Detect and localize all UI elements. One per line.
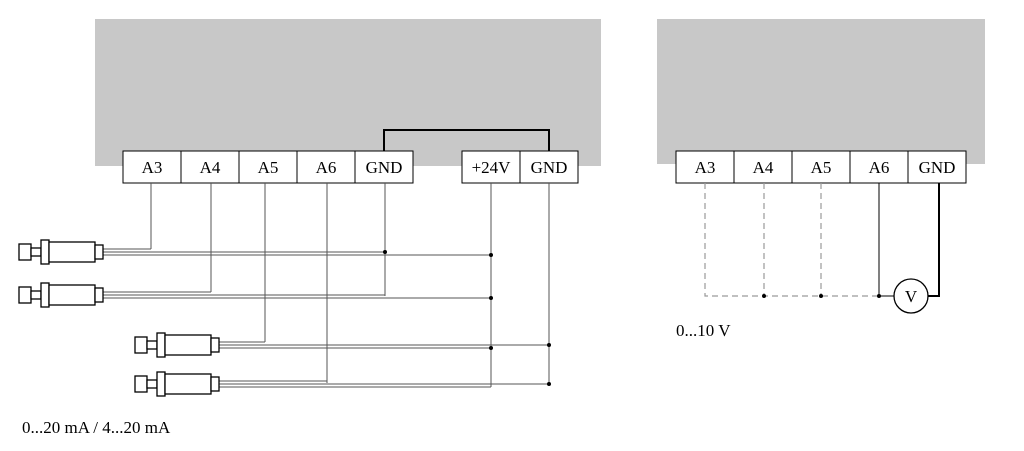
terminal-label: A3: [142, 158, 163, 177]
sensor-2: [18, 282, 104, 308]
terminal-a5: [238, 150, 298, 184]
terminal-label: A5: [811, 158, 832, 177]
right-caption: 0...10 V: [676, 321, 731, 340]
right-module-housing: [657, 19, 985, 164]
terminal-label: A3: [695, 158, 716, 177]
right-solid-wires: [878, 183, 940, 297]
terminal-a6: [849, 150, 909, 184]
sensor-4: [134, 371, 220, 397]
left-terminal-block-1: A3 A4 A5 A6 GND: [122, 150, 414, 184]
terminal-label: A5: [258, 158, 279, 177]
terminal-label: GND: [919, 158, 956, 177]
sensor-3: [134, 332, 220, 358]
terminal-gnd: [907, 150, 967, 184]
left-module-housing: [95, 19, 601, 166]
sensor-3-cable: [219, 341, 549, 349]
junction-dots: [383, 250, 551, 386]
terminal-label: GND: [531, 158, 568, 177]
terminal-label: A6: [316, 158, 337, 177]
left-jumper-wire: [383, 129, 550, 151]
voltmeter-icon: V: [893, 278, 929, 314]
terminal-label: GND: [366, 158, 403, 177]
terminal-label: A4: [200, 158, 221, 177]
left-vertical-wires: [150, 183, 550, 387]
terminal-gnd-2: [519, 150, 579, 184]
right-dashed-wires: [704, 183, 879, 297]
sensor-2-cable: [103, 291, 491, 299]
left-caption: 0...20 mA / 4...20 mA: [22, 418, 171, 437]
terminal-label: +24V: [472, 158, 512, 177]
terminal-a5: [791, 150, 851, 184]
terminal-a4: [180, 150, 240, 184]
right-terminal-block: A3 A4 A5 A6 GND: [675, 150, 967, 184]
left-terminal-block-2: +24V GND: [461, 150, 579, 184]
terminal-label: A4: [753, 158, 774, 177]
terminal-a4: [733, 150, 793, 184]
sensor-1: [18, 239, 104, 265]
sensor-1-cable: [103, 248, 491, 256]
sensor-4-cable: [219, 380, 549, 388]
terminal-gnd: [354, 150, 414, 184]
voltmeter-label: V: [905, 287, 918, 306]
terminal-label: A6: [869, 158, 890, 177]
